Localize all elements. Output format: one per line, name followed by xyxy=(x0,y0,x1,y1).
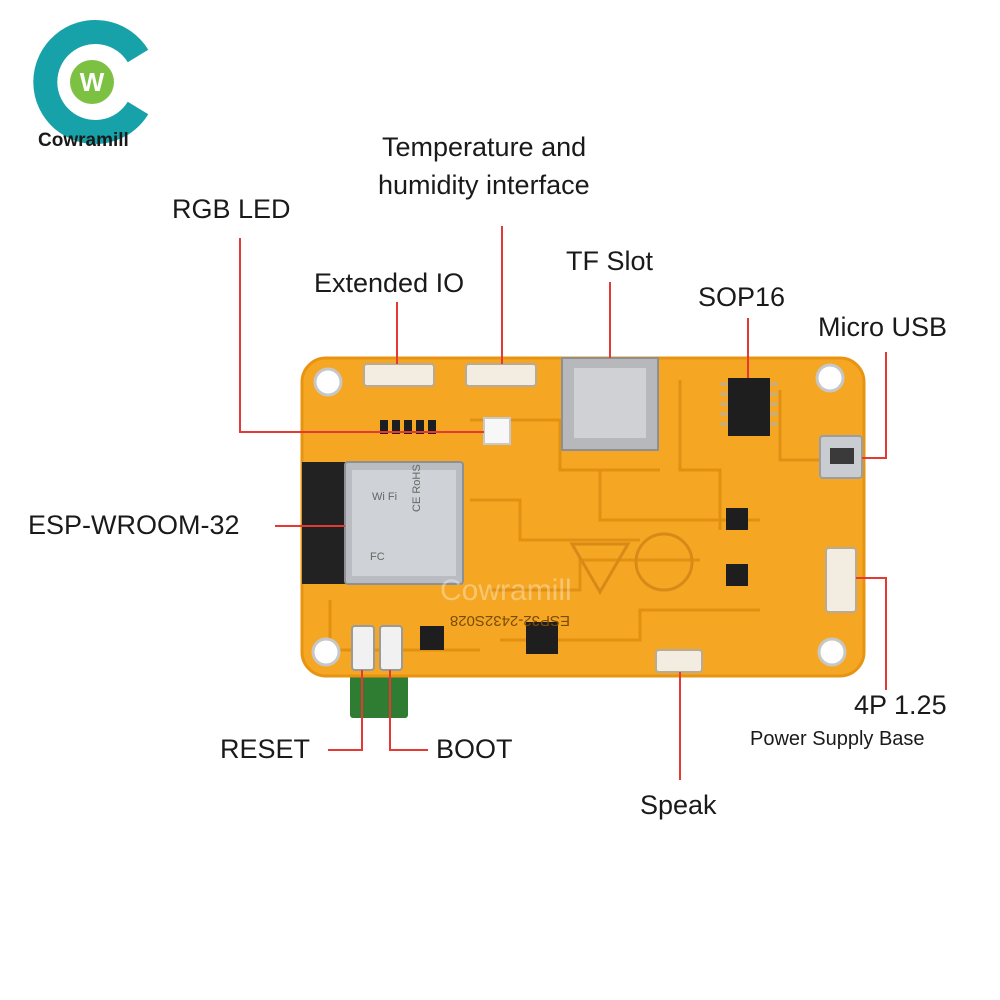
rgb-led-label: RGB LED xyxy=(172,194,291,224)
esp-module-wifi: Wi Fi xyxy=(372,491,397,503)
reset-line xyxy=(328,670,363,751)
rgb-led-chip xyxy=(483,417,511,445)
cert-mark-triangle xyxy=(569,542,631,595)
logo-c-ring xyxy=(33,20,149,144)
cowramill-logo: W xyxy=(33,20,149,144)
boot-button xyxy=(379,625,403,671)
resistor-row xyxy=(380,420,436,434)
ceramic-antenna xyxy=(350,672,408,718)
temp-humidity-connector xyxy=(465,363,537,387)
amp-chip xyxy=(526,622,558,654)
tf-slot-inner xyxy=(574,368,646,438)
logo-inner-circle xyxy=(70,60,114,104)
callout-lines xyxy=(239,226,887,780)
speak-label: Speak xyxy=(640,790,717,820)
watermark: Cowramill xyxy=(440,574,572,607)
reset-button xyxy=(351,625,375,671)
sop16-pins xyxy=(720,383,778,425)
esp-module-shield xyxy=(352,470,456,576)
mounting-holes xyxy=(311,363,847,667)
tf-slot-label: TF Slot xyxy=(566,246,654,276)
micro-usb-line xyxy=(862,352,887,459)
regulator-chip-1 xyxy=(726,508,748,530)
micro-usb-label: Micro USB xyxy=(818,312,948,342)
sop16-label: SOP16 xyxy=(698,282,786,312)
power-line xyxy=(856,577,887,690)
usb-uart-chip xyxy=(420,626,444,650)
speaker-connector xyxy=(655,649,703,673)
rgb-led-line xyxy=(239,238,484,433)
temp-humidity-label-line2: humidity interface xyxy=(378,170,590,200)
extended-io-label: Extended IO xyxy=(314,268,465,298)
boot-label: BOOT xyxy=(436,734,513,764)
pcb-traces xyxy=(328,380,820,652)
cert-mark-circle xyxy=(634,532,694,592)
silkscreen-id: ESP32-2432S028 xyxy=(450,612,570,629)
micro-usb-opening xyxy=(830,448,854,464)
boot-line xyxy=(389,670,428,751)
sop16-chip xyxy=(728,378,770,436)
logo-letter: W xyxy=(80,67,105,97)
temp-humidity-label-line1: Temperature and xyxy=(382,132,587,162)
brand-name: Cowramill xyxy=(38,130,129,151)
esp-antenna-area xyxy=(302,462,352,584)
esp-module-fc: FC xyxy=(370,551,385,563)
esp-module-ce: CE RoHS xyxy=(411,464,423,512)
power-supply-base-label: Power Supply Base xyxy=(750,728,925,750)
power-4p-label: 4P 1.25 xyxy=(854,690,947,720)
regulator-chip-2 xyxy=(726,564,748,586)
power-connector xyxy=(825,547,857,613)
reset-label: RESET xyxy=(220,734,311,764)
esp-wroom-label: ESP-WROOM-32 xyxy=(28,510,240,540)
extended-io-connector xyxy=(363,363,435,387)
pcb xyxy=(302,358,864,676)
